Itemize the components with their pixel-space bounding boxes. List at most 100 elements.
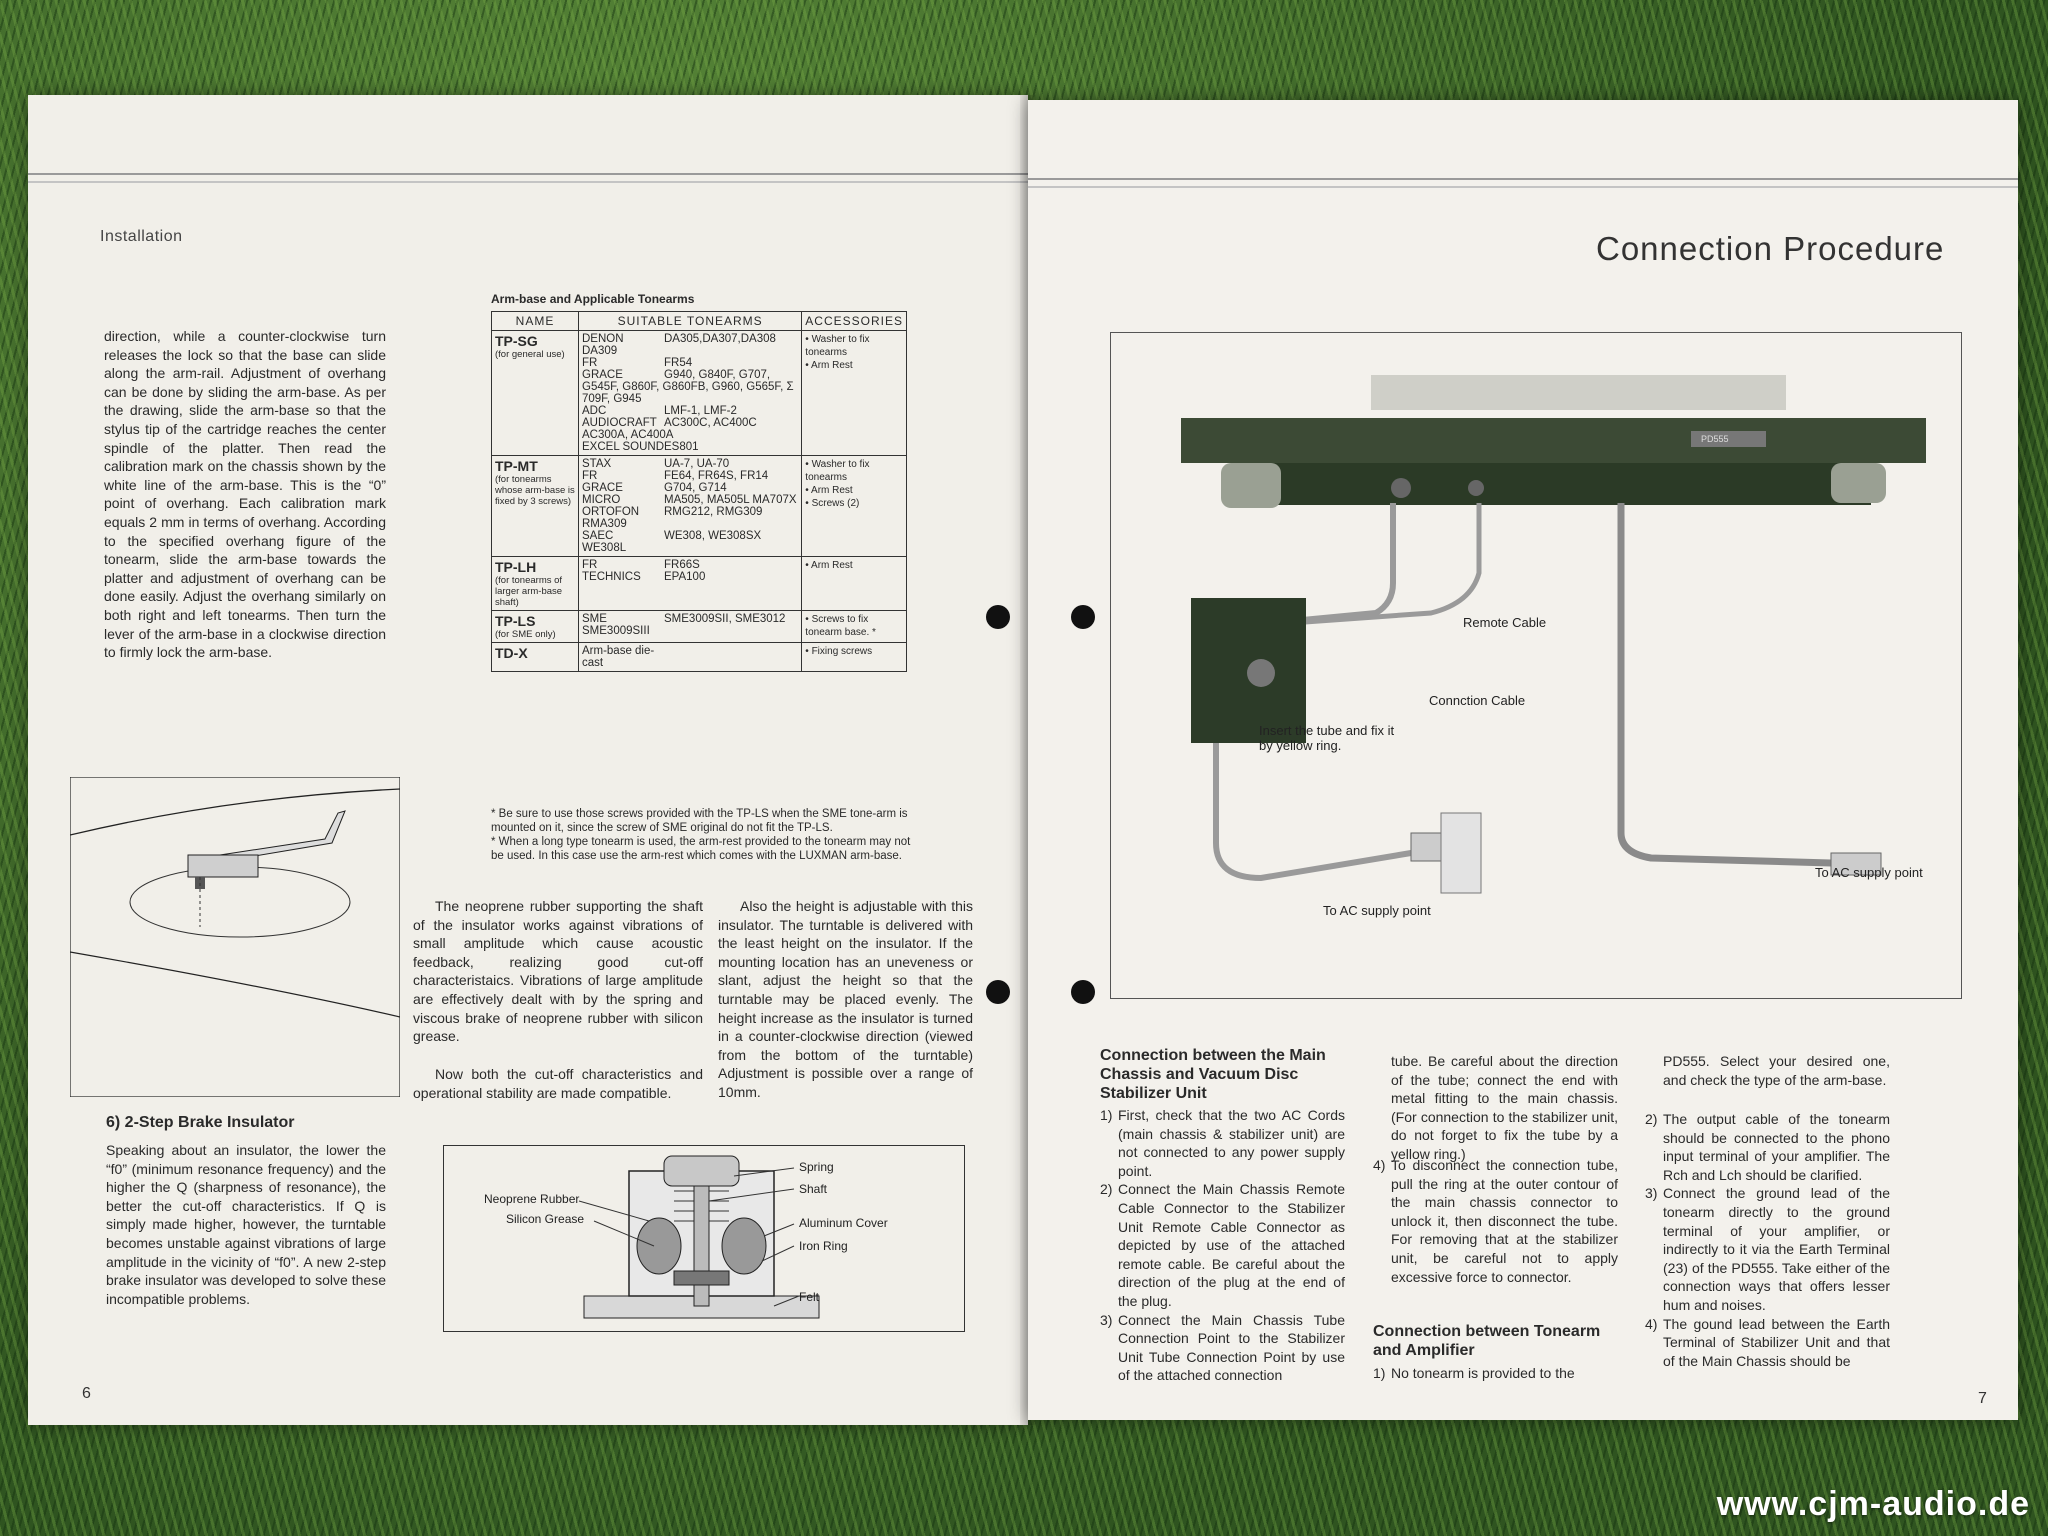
tonearm-line: EXCEL SOUNDES801 xyxy=(582,441,798,453)
col-accessories-header: ACCESSORIES xyxy=(801,311,907,331)
ac-supply-left-label: To AC supply point xyxy=(1323,903,1431,918)
tonearm-models: UA-7, UA-70 xyxy=(664,458,730,470)
col2-steps: 4)To disconnect the connection tube, pul… xyxy=(1373,1156,1618,1286)
remote-cable-label: Remote Cable xyxy=(1463,615,1547,630)
punch-hole xyxy=(986,605,1010,629)
tonearm-models: G940, G840F, G707, G545F, G860F, G860FB,… xyxy=(582,369,794,405)
header-rule xyxy=(28,173,1028,175)
armbase-name: TP-LS xyxy=(495,613,536,629)
tonearm-brand: TECHNICS xyxy=(582,571,641,583)
watermark: www.cjm-audio.de xyxy=(1716,1485,2030,1523)
tonearm-line: TECHNICS EPA100 xyxy=(582,571,798,583)
tonearm-brand: FR xyxy=(582,559,598,571)
brake-heading: 6) 2-Step Brake Insulator xyxy=(106,1114,295,1131)
tonearm-brand: SME xyxy=(582,613,607,625)
neoprene-paragraph: The neoprene rubber supporting the shaft… xyxy=(413,898,703,1045)
cutoff-paragraph: Now both the cut-off characteristics and… xyxy=(413,1066,703,1101)
label-felt: Felt xyxy=(799,1290,820,1304)
armbase-name-cell: TP-LH(for tonearms of larger arm-base sh… xyxy=(491,556,579,611)
armbase-use: (for SME only) xyxy=(495,629,556,640)
tonearm-brand: FR xyxy=(582,357,598,369)
header-rule-2 xyxy=(28,181,1028,183)
header-rule xyxy=(1028,178,2018,180)
tonearm-models: G704, G714 xyxy=(664,482,727,494)
armbase-use: (for general use) xyxy=(495,349,565,360)
col2-body: 4)To disconnect the connection tube, pul… xyxy=(1373,1156,1618,1286)
table-header-row: NAME SUITABLE TONEARMS ACCESSORIES xyxy=(491,311,907,331)
page-number: 6 xyxy=(82,1385,91,1402)
model-plate: PD555 xyxy=(1701,434,1729,444)
step-number: 1) xyxy=(1373,1365,1386,1381)
step-number: 3) xyxy=(1100,1311,1113,1328)
tonearm-models: SME3009SII, SME3012 SME3009SIII xyxy=(582,613,786,637)
col3-steps: 2)The output cable of the tonearm should… xyxy=(1645,1110,1890,1370)
armbase-use: (for tonearms of larger arm-base shaft) xyxy=(495,575,563,608)
step-text: The output cable of the tonearm should b… xyxy=(1663,1111,1890,1183)
col2-body-b: 1) No tonearm is provided to the xyxy=(1373,1364,1618,1383)
tonearm-brand: DENON xyxy=(582,333,624,345)
armbase-name: TD-X xyxy=(495,645,528,661)
col-name-header: NAME xyxy=(491,311,579,331)
col3-continuation: PD555. Select your desired one, and chec… xyxy=(1663,1053,1890,1088)
tonearm-line: GRACE G704, G714 xyxy=(582,482,798,494)
height-paragraph: Also the height is adjustable with this … xyxy=(718,898,973,1100)
step-text: Connect the Main Chassis Remote Cable Co… xyxy=(1118,1181,1345,1309)
step-number: 4) xyxy=(1645,1315,1658,1332)
accessory-item: • Arm Rest xyxy=(805,560,853,571)
step-text: No tonearm is provided to the xyxy=(1391,1365,1575,1381)
accessories-cell: • Arm Rest xyxy=(801,556,907,611)
tonearm-models: FR54 xyxy=(664,357,693,369)
step-item: 3) Connect the Main Chassis Tube Connecti… xyxy=(1100,1311,1345,1385)
turntable-photo xyxy=(1181,375,1926,894)
tonearm-list-cell: Arm-base die-cast xyxy=(577,642,803,672)
label-aluminum: Aluminum Cover xyxy=(799,1216,888,1230)
accessories-cell: • Screws to fix tonearm base. * xyxy=(801,610,907,643)
punch-hole xyxy=(1071,980,1095,1004)
left-page: Installation direction, while a counter-… xyxy=(28,95,1028,1425)
step-text: Connect the Main Chassis Tube Connection… xyxy=(1118,1311,1345,1384)
right-page: Connection Procedure PD555 Remote Cable … xyxy=(986,100,2018,1420)
step-number: 4) xyxy=(1373,1157,1386,1173)
tonearm-models: DA305,DA307,DA308 DA309 xyxy=(582,333,776,357)
step-text: The gound lead between the Earth Termina… xyxy=(1663,1315,1890,1369)
step-text: First, check that the two AC Cords (main… xyxy=(1118,1107,1345,1179)
col1-steps: 1)First, check that the two AC Cords (ma… xyxy=(1100,1106,1345,1385)
accessory-item: • Fixing screws xyxy=(805,646,873,657)
brake-paragraph: Speaking about an insulator, the lower t… xyxy=(106,1142,386,1307)
tonearm-brand: GRACE xyxy=(582,369,623,381)
tonearm-brand: EXCEL SOUND xyxy=(582,441,665,453)
col3-body: 2)The output cable of the tonearm should… xyxy=(1645,1110,1890,1370)
tonearm-models: WE308, WE308SX WE308L xyxy=(582,530,762,554)
tonearm-brand: SAEC xyxy=(582,530,614,542)
ac-supply-right-label: To AC supply point xyxy=(1815,865,1923,880)
tonearm-models: MA505, MA505L MA707X xyxy=(664,494,797,506)
connection-cable-label: Connction Cable xyxy=(1429,693,1526,708)
step-text: Connect the ground lead of the tonearm d… xyxy=(1663,1185,1890,1313)
label-spring: Spring xyxy=(799,1160,834,1174)
table-note: * Be sure to use those screws provided w… xyxy=(491,808,908,834)
insulator-diagram: Neoprene Rubber Silicon Grease Spring Sh… xyxy=(443,1145,965,1332)
tonearm-line: MICRO MA505, MA505L MA707X xyxy=(582,494,798,506)
accessory-item: • Screws (2) xyxy=(805,498,860,509)
tonearm-brand: MICRO xyxy=(582,494,621,506)
page-title: Connection Procedure xyxy=(1596,230,1945,267)
step-item: 1)First, check that the two AC Cords (ma… xyxy=(1100,1106,1345,1180)
accessory-item: • Washer to fix tonearms xyxy=(805,459,870,483)
armbase-name-cell: TP-LS(for SME only) xyxy=(491,610,579,643)
tonearm-brand: ORTOFON xyxy=(582,506,640,518)
armbase-name-cell: TP-MT(for tonearms whose arm-base is fix… xyxy=(491,455,579,557)
col2-heading: Connection between Tonearm and Amplifier xyxy=(1373,1323,1601,1359)
table-notes: * Be sure to use those screws provided w… xyxy=(491,807,911,863)
connection-photo-frame: PD555 Remote Cable Connction Cable Inser… xyxy=(1110,332,1962,999)
tonearm-models: EPA100 xyxy=(664,571,706,583)
col-tonearms-header: SUITABLE TONEARMS xyxy=(577,311,803,331)
tonearm-brand: GRACE xyxy=(582,482,623,494)
label-shaft: Shaft xyxy=(799,1182,828,1196)
